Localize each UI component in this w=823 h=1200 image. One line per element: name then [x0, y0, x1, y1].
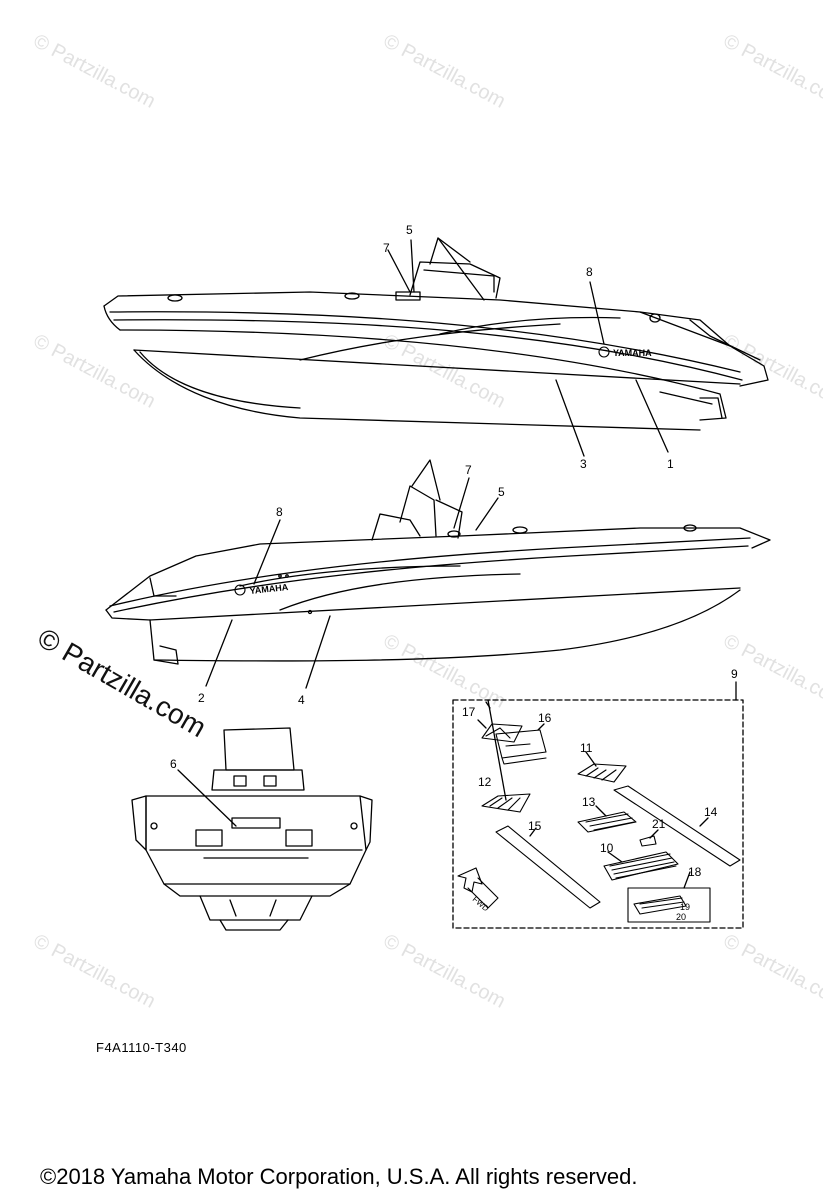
callout-4: 4 [298, 693, 305, 707]
callout-17: 17 [462, 705, 476, 719]
callout-9: 9 [731, 667, 738, 681]
callout-2: 2 [198, 691, 205, 705]
callout-7: 7 [465, 463, 472, 477]
callout-15: 15 [528, 819, 542, 833]
callout-1: 1 [667, 457, 674, 471]
callout-13: 13 [582, 795, 596, 809]
callout-5: 5 [406, 223, 413, 237]
fwd-decal-label: FWD [471, 895, 491, 914]
callout-20: 20 [676, 912, 686, 922]
mat-parts [457, 723, 741, 923]
callout-6: 6 [170, 757, 177, 771]
callout-14: 14 [704, 805, 718, 819]
callout-11: 11 [580, 741, 593, 755]
callout-16: 16 [538, 711, 552, 725]
copyright-notice: ©2018 Yamaha Motor Corporation, U.S.A. A… [40, 1164, 638, 1189]
callout-8: 8 [586, 265, 593, 279]
boat-logo-decal: YAMAHA [249, 582, 289, 596]
callout-7: 7 [383, 241, 390, 255]
callout-10: 10 [600, 841, 614, 855]
callout-5: 5 [498, 485, 505, 499]
callout-21: 21 [652, 817, 666, 831]
callout-12: 12 [478, 775, 492, 789]
callout-3: 3 [580, 457, 587, 471]
boat-rear-view [131, 727, 373, 931]
drawing-code: F4A1110-T340 [96, 1040, 187, 1055]
boat-side-view-port [105, 459, 771, 665]
mat-kit-box [452, 699, 744, 929]
boat-side-view-starboard [103, 237, 769, 431]
callout-8: 8 [276, 505, 283, 519]
callout-18: 18 [688, 865, 702, 879]
boat-logo-decal: YAMAHA [613, 348, 652, 358]
callout-19: 19 [680, 902, 690, 912]
